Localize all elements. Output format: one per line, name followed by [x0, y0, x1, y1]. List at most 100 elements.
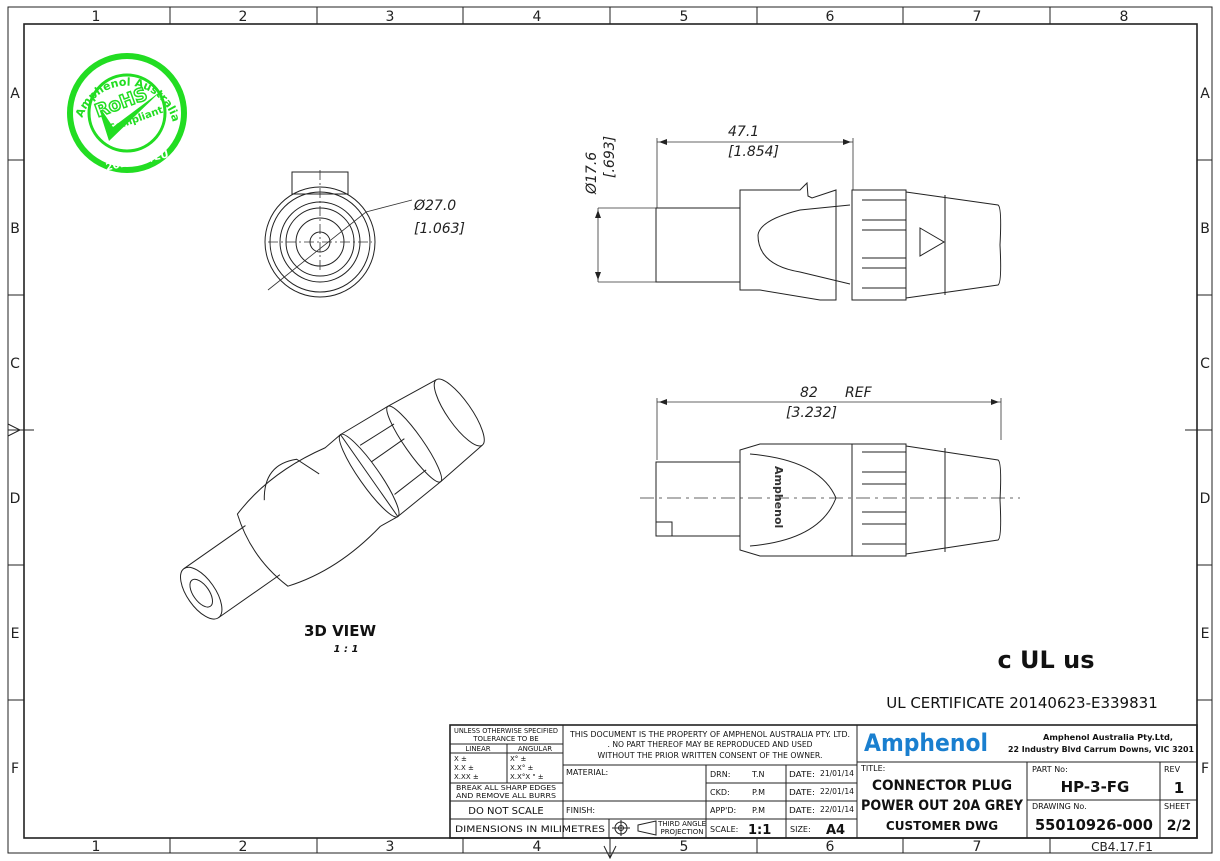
svg-text:5: 5 — [680, 9, 689, 25]
svg-text:BREAK ALL SHARP EDGES: BREAK ALL SHARP EDGES — [456, 784, 557, 792]
svg-text:2: 2 — [239, 839, 248, 855]
form-code: CB4.17.F1 — [1091, 840, 1153, 854]
svg-text:CKD:: CKD: — [710, 788, 730, 797]
top-view: 82 REF [3.232] Amphenol — [640, 385, 1020, 557]
column-labels-bottom: 1 2 3 4 5 6 7 — [92, 839, 982, 855]
svg-text:APP'D:: APP'D: — [710, 806, 736, 815]
svg-text:55010926-000: 55010926-000 — [1035, 816, 1153, 834]
svg-text:7: 7 — [973, 839, 982, 855]
svg-text:D: D — [10, 491, 21, 507]
svg-text:E: E — [1201, 626, 1210, 642]
svg-text:47.1: 47.1 — [728, 124, 759, 140]
svg-text:SIZE:: SIZE: — [790, 825, 811, 834]
svg-text:A: A — [1200, 86, 1210, 102]
svg-text:2: 2 — [239, 9, 248, 25]
3d-view: 3D VIEW 1 : 1 — [180, 378, 485, 655]
svg-text:FINISH:: FINISH: — [566, 806, 595, 815]
svg-text:4: 4 — [533, 9, 542, 25]
grid-ticks — [7, 7, 1212, 860]
svg-text:WITHOUT THE PRIOR WRITTEN CONS: WITHOUT THE PRIOR WRITTEN CONSENT OF THE… — [598, 751, 823, 760]
svg-text:X° ±: X° ± — [510, 755, 527, 763]
svg-text:4: 4 — [533, 839, 542, 855]
svg-text:6: 6 — [826, 839, 835, 855]
svg-text:21/01/14: 21/01/14 — [820, 769, 854, 778]
svg-text:[1.063]: [1.063] — [414, 221, 465, 237]
svg-text:SCALE:: SCALE: — [710, 825, 738, 834]
svg-text:CONNECTOR PLUG: CONNECTOR PLUG — [872, 778, 1012, 794]
svg-text:X.XX ±: X.XX ± — [454, 773, 479, 781]
svg-text:D: D — [1200, 491, 1211, 507]
svg-text:3D VIEW: 3D VIEW — [304, 622, 377, 640]
svg-text:1: 1 — [92, 839, 101, 855]
row-labels-left: A B C D E F — [10, 86, 21, 777]
svg-text:X.X ±: X.X ± — [454, 764, 474, 772]
svg-text:REV: REV — [1164, 765, 1181, 774]
svg-text:PROJECTION: PROJECTION — [660, 828, 703, 836]
svg-text:DIMENSIONS IN MILIMETRES: DIMENSIONS IN MILIMETRES — [455, 825, 605, 835]
svg-text:22/01/14: 22/01/14 — [820, 805, 854, 814]
svg-text:Ø27.0: Ø27.0 — [413, 198, 456, 214]
svg-text:X ±: X ± — [454, 755, 467, 763]
svg-text:SHEET: SHEET — [1164, 802, 1190, 811]
svg-text:AND REMOVE ALL BURRS: AND REMOVE ALL BURRS — [456, 792, 557, 800]
svg-text:Amphenol Australia Pty.Ltd,: Amphenol Australia Pty.Ltd, — [1043, 733, 1173, 742]
svg-text:B: B — [10, 221, 20, 237]
svg-text:Amphenol: Amphenol — [772, 466, 785, 528]
svg-text:82: 82 — [800, 385, 818, 401]
approvals: DRN:T.N CKD:P.M APP'D:P.M DATE:21/01/14 … — [710, 769, 854, 834]
svg-text:P.M: P.M — [752, 788, 765, 797]
svg-text:C: C — [10, 356, 20, 372]
svg-text:6: 6 — [826, 9, 835, 25]
svg-text:X.X°X " ±: X.X°X " ± — [510, 773, 544, 781]
svg-text:[3.232]: [3.232] — [786, 405, 837, 421]
svg-text:E: E — [11, 626, 20, 642]
svg-text:. NO PART THEREOF MAY BE REPRO: . NO PART THEREOF MAY BE REPRODUCED AND … — [608, 740, 813, 749]
rohs-stamp: RoHS Compliant Amphenol Australia 2011/6… — [67, 53, 187, 173]
svg-text:THIS DOCUMENT IS THE PROPERTY: THIS DOCUMENT IS THE PROPERTY OF AMPHENO… — [569, 730, 850, 739]
svg-text:MATERIAL:: MATERIAL: — [566, 768, 608, 777]
svg-text:1 : 1: 1 : 1 — [334, 644, 359, 655]
ul-certificate-text: UL CERTIFICATE 20140623-E339831 — [886, 694, 1158, 712]
svg-text:C: C — [1200, 356, 1210, 372]
svg-text:[.693]: [.693] — [602, 136, 618, 178]
svg-text:DRAWING No.: DRAWING No. — [1032, 802, 1087, 811]
svg-text:1:1: 1:1 — [748, 823, 771, 838]
svg-text:5: 5 — [680, 839, 689, 855]
svg-text:X.X° ±: X.X° ± — [510, 764, 534, 772]
svg-text:Ø17.6: Ø17.6 — [584, 152, 600, 195]
projection-symbol — [612, 820, 657, 836]
title-block: UNLESS OTHERWISE SPECIFIED TOLERANCE TO … — [449, 724, 1198, 839]
tolerance-section: UNLESS OTHERWISE SPECIFIED TOLERANCE TO … — [454, 727, 558, 800]
svg-text:8: 8 — [1120, 9, 1129, 25]
svg-text:B: B — [1200, 221, 1210, 237]
svg-text:THIRD ANGLE: THIRD ANGLE — [657, 820, 706, 828]
outer-border — [7, 6, 1213, 854]
svg-text:TITLE:: TITLE: — [860, 764, 885, 773]
svg-text:PART No:: PART No: — [1032, 765, 1068, 774]
svg-text:LINEAR: LINEAR — [465, 745, 490, 753]
svg-text:[1.854]: [1.854] — [728, 144, 779, 160]
svg-text:DATE:: DATE: — [789, 770, 815, 779]
svg-text:7: 7 — [973, 9, 982, 25]
svg-text:3: 3 — [386, 9, 395, 25]
svg-text:REF: REF — [845, 385, 873, 401]
svg-text:3: 3 — [386, 839, 395, 855]
svg-text:HP-3-FG: HP-3-FG — [1061, 778, 1130, 796]
svg-text:DO NOT SCALE: DO NOT SCALE — [468, 806, 543, 817]
svg-text:DRN:: DRN: — [710, 770, 730, 779]
svg-text:2/2: 2/2 — [1167, 818, 1192, 834]
svg-text:TOLERANCE TO BE: TOLERANCE TO BE — [472, 735, 539, 743]
svg-text:22/01/14: 22/01/14 — [820, 787, 854, 796]
ownership-notice: THIS DOCUMENT IS THE PROPERTY OF AMPHENO… — [569, 730, 850, 760]
svg-text:POWER OUT 20A GREY: POWER OUT 20A GREY — [861, 798, 1024, 814]
svg-text:F: F — [1201, 761, 1209, 777]
row-labels-right: A B C D E F — [1200, 86, 1211, 777]
svg-text:F: F — [11, 761, 19, 777]
svg-text:DATE:: DATE: — [789, 788, 815, 797]
svg-text:P.M: P.M — [752, 806, 765, 815]
svg-text:A: A — [10, 86, 20, 102]
svg-text:22 Industry Blvd Carrum Downs,: 22 Industry Blvd Carrum Downs, VIC 3201 — [1008, 745, 1194, 754]
svg-text:CUSTOMER DWG: CUSTOMER DWG — [886, 819, 998, 833]
